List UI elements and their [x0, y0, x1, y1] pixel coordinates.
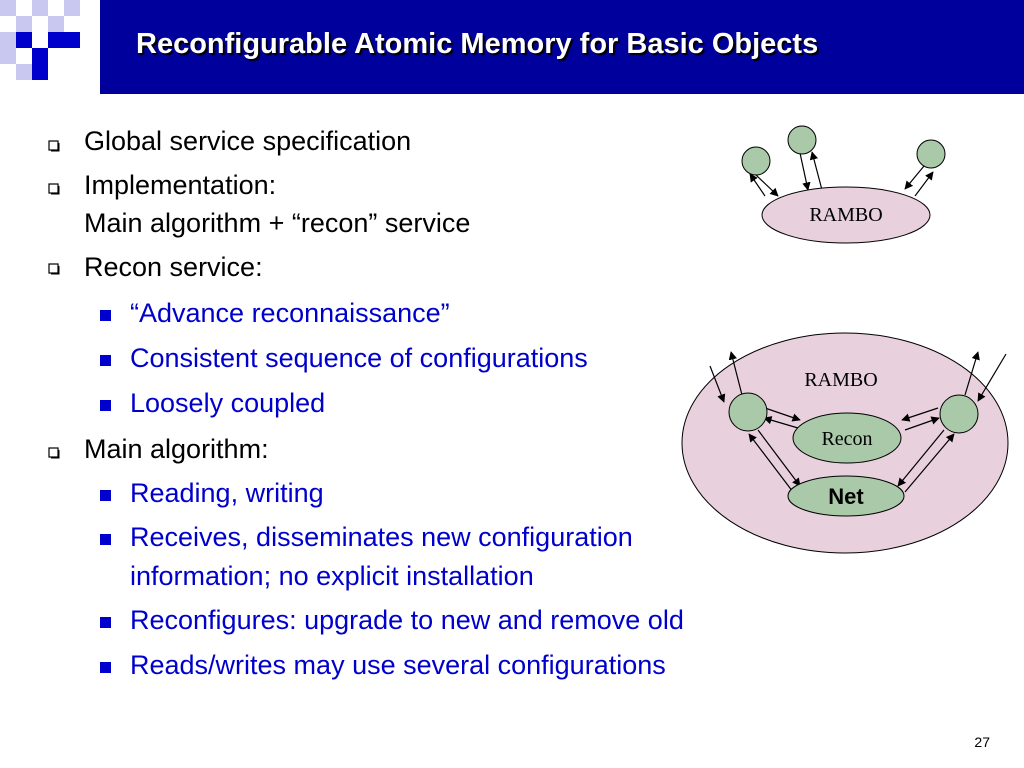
title-bar [100, 0, 1024, 94]
bullet-implementation-cont: Main algorithm + “recon” service [84, 208, 471, 238]
top-node-middle [787, 125, 817, 155]
bullet-reconfigures: Reconfigures: upgrade to new and remove … [130, 605, 684, 635]
bullet-loosely: Loosely coupled [130, 388, 326, 418]
hollow-square-bullet-icon [48, 140, 60, 152]
filled-square-bullet-icon [100, 534, 111, 545]
top-rambo-label: RAMBO [809, 204, 882, 226]
page-number: 27 [974, 734, 990, 750]
filled-square-bullet-icon [100, 310, 111, 321]
bullet-global-service: Global service specification [84, 126, 412, 156]
bullet-main-algorithm: Main algorithm: [84, 434, 269, 464]
recon-label: Recon [821, 428, 872, 450]
top-rambo-diagram: RAMBO [741, 125, 946, 244]
bottom-rambo-label: RAMBO [804, 369, 877, 391]
filled-square-bullet-icon [100, 490, 111, 501]
filled-square-bullet-icon [100, 662, 111, 673]
hollow-square-bullet-icon [48, 447, 60, 459]
top-rambo-ellipse [761, 186, 931, 244]
slide-title: Reconfigurable Atomic Memory for Basic O… [136, 28, 819, 60]
top-node-right [916, 139, 946, 169]
filled-square-bullet-icon [100, 355, 111, 366]
filled-square-bullet-icon [100, 400, 111, 411]
recon-ellipse [792, 412, 902, 464]
hollow-square-bullet-icon [48, 183, 60, 195]
net-ellipse [787, 475, 905, 517]
net-label: Net [828, 484, 864, 509]
bottom-node-left [728, 392, 768, 432]
bullet-receives: Receives, disseminates new configuration [130, 522, 633, 552]
logo-squares-icon [0, 0, 80, 80]
bullet-recon-service: Recon service: [84, 252, 263, 282]
bullet-advance: “Advance reconnaissance” [130, 298, 450, 328]
bullet-implementation: Implementation: [84, 170, 277, 200]
bullet-receives-cont: information; no explicit installation [130, 561, 534, 591]
bullet-reading: Reading, writing [130, 478, 324, 508]
bullet-reads-writes: Reads/writes may use several configurati… [130, 650, 666, 680]
hollow-square-bullet-icon [48, 263, 60, 275]
bottom-rambo-diagram: RAMBO Recon Net [681, 332, 1009, 554]
slide-header: Reconfigurable Atomic Memory for Basic O… [0, 0, 1024, 94]
bullet-consistent: Consistent sequence of configurations [130, 343, 588, 373]
filled-square-bullet-icon [100, 617, 111, 628]
bottom-node-right [939, 394, 979, 434]
top-node-left [741, 146, 771, 176]
